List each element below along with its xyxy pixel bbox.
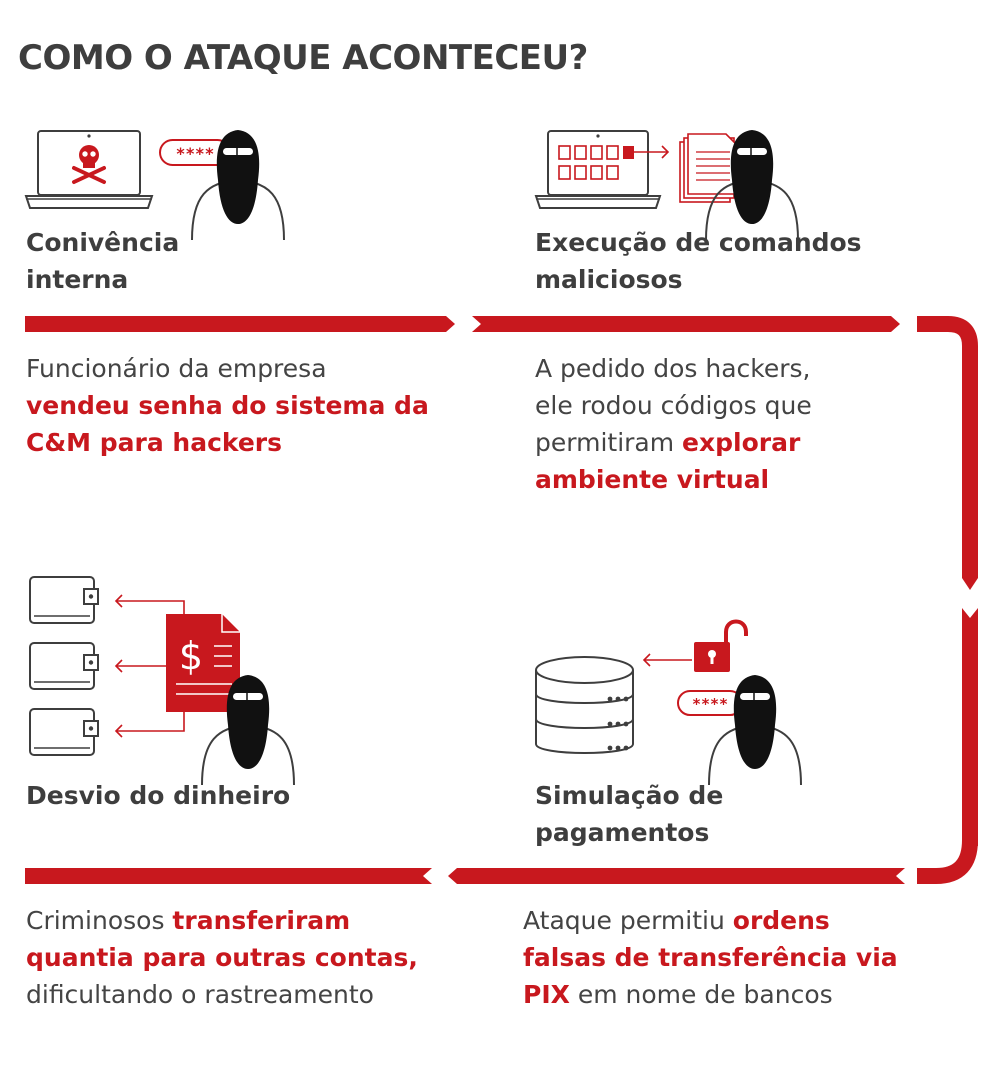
desc-highlight: quantia para outras contas, bbox=[26, 943, 418, 972]
desc-line: C&M para hackers bbox=[26, 424, 429, 461]
desc-text: Funcionário da empresa bbox=[26, 354, 327, 383]
desc-text: Ataque permitiu bbox=[523, 906, 733, 935]
step-title: Execução de comandos maliciosos bbox=[535, 224, 862, 298]
desc-highlight: transferiram bbox=[172, 906, 351, 935]
flow-arrow-3-end bbox=[25, 868, 432, 884]
password-bubble-icon: **** bbox=[677, 690, 743, 716]
wallet-icon bbox=[29, 708, 99, 756]
desc-line: ele rodou códigos que bbox=[535, 387, 812, 424]
desc-highlight: ordens bbox=[732, 906, 830, 935]
wallet-icon bbox=[29, 642, 99, 690]
desc-line: Funcionário da empresa bbox=[26, 350, 429, 387]
desc-highlight: falsas de transferência via bbox=[523, 943, 898, 972]
step-description: Criminosos transferiram quantia para out… bbox=[26, 902, 418, 1013]
desc-line: ambiente virtual bbox=[535, 461, 812, 498]
desc-highlight: vendeu senha do sistema da bbox=[26, 391, 429, 420]
desc-line: dificultando o rastreamento bbox=[26, 976, 418, 1013]
step-description: Ataque permitiu ordens falsas de transfe… bbox=[523, 902, 898, 1013]
desc-line: A pedido dos hackers, bbox=[535, 350, 812, 387]
step-title-line: Simulação de bbox=[535, 781, 724, 810]
svg-text:$: $ bbox=[179, 634, 203, 678]
flow-arrow-2-to-3 bbox=[472, 316, 900, 332]
files-icon bbox=[679, 133, 739, 203]
svg-text:****: **** bbox=[692, 695, 728, 713]
desc-line: PIX em nome de bancos bbox=[523, 976, 898, 1013]
flow-arrow-4-to-3 bbox=[448, 868, 905, 884]
step-title-line: Desvio do dinheiro bbox=[26, 781, 291, 810]
step-title: Conivência interna bbox=[26, 224, 179, 298]
desc-line: Ataque permitiu ordens bbox=[523, 902, 898, 939]
wallet-icon bbox=[29, 576, 99, 624]
desc-highlight: PIX bbox=[523, 980, 570, 1009]
step-title: Simulação de pagamentos bbox=[535, 777, 723, 851]
page-title: COMO O ATAQUE ACONTECEU? bbox=[18, 38, 588, 78]
desc-text: dificultando o rastreamento bbox=[26, 980, 374, 1009]
svg-text:****: **** bbox=[176, 144, 215, 163]
padlock-open-icon bbox=[642, 619, 748, 672]
step-title: Desvio do dinheiro bbox=[26, 777, 290, 814]
step-title-line: interna bbox=[26, 265, 129, 294]
desc-text: ele rodou códigos que bbox=[535, 391, 812, 420]
desc-text: A pedido dos hackers, bbox=[535, 354, 811, 383]
desc-text: permitiram bbox=[535, 428, 683, 457]
desc-line: Criminosos transferiram bbox=[26, 902, 418, 939]
desc-line: quantia para outras contas, bbox=[26, 939, 418, 976]
flow-arrow-1-to-2 bbox=[25, 316, 455, 332]
desc-highlight: C&M para hackers bbox=[26, 428, 283, 457]
password-bubble-icon: **** bbox=[159, 139, 231, 166]
step-description: Funcionário da empresa vendeu senha do s… bbox=[26, 350, 429, 461]
desc-highlight: explorar bbox=[682, 428, 801, 457]
step-description: A pedido dos hackers, ele rodou códigos … bbox=[535, 350, 812, 498]
desc-line: falsas de transferência via bbox=[523, 939, 898, 976]
step-title-line: Conivência bbox=[26, 228, 180, 257]
laptop-skull-icon bbox=[24, 130, 154, 209]
step-title-line: pagamentos bbox=[535, 818, 710, 847]
step-title-line: maliciosos bbox=[535, 265, 683, 294]
desc-line: permitiram explorar bbox=[535, 424, 812, 461]
desc-text: Criminosos bbox=[26, 906, 173, 935]
flow-arrow-right-side bbox=[917, 316, 978, 884]
database-icon bbox=[535, 656, 634, 754]
desc-line: vendeu senha do sistema da bbox=[26, 387, 429, 424]
database-dots bbox=[607, 696, 629, 751]
dollar-document-icon: $ bbox=[166, 614, 240, 712]
step-title-line: Execução de comandos bbox=[535, 228, 862, 257]
desc-text: em nome de bancos bbox=[569, 980, 833, 1009]
laptop-commands-icon bbox=[534, 130, 670, 209]
desc-highlight: ambiente virtual bbox=[535, 465, 770, 494]
